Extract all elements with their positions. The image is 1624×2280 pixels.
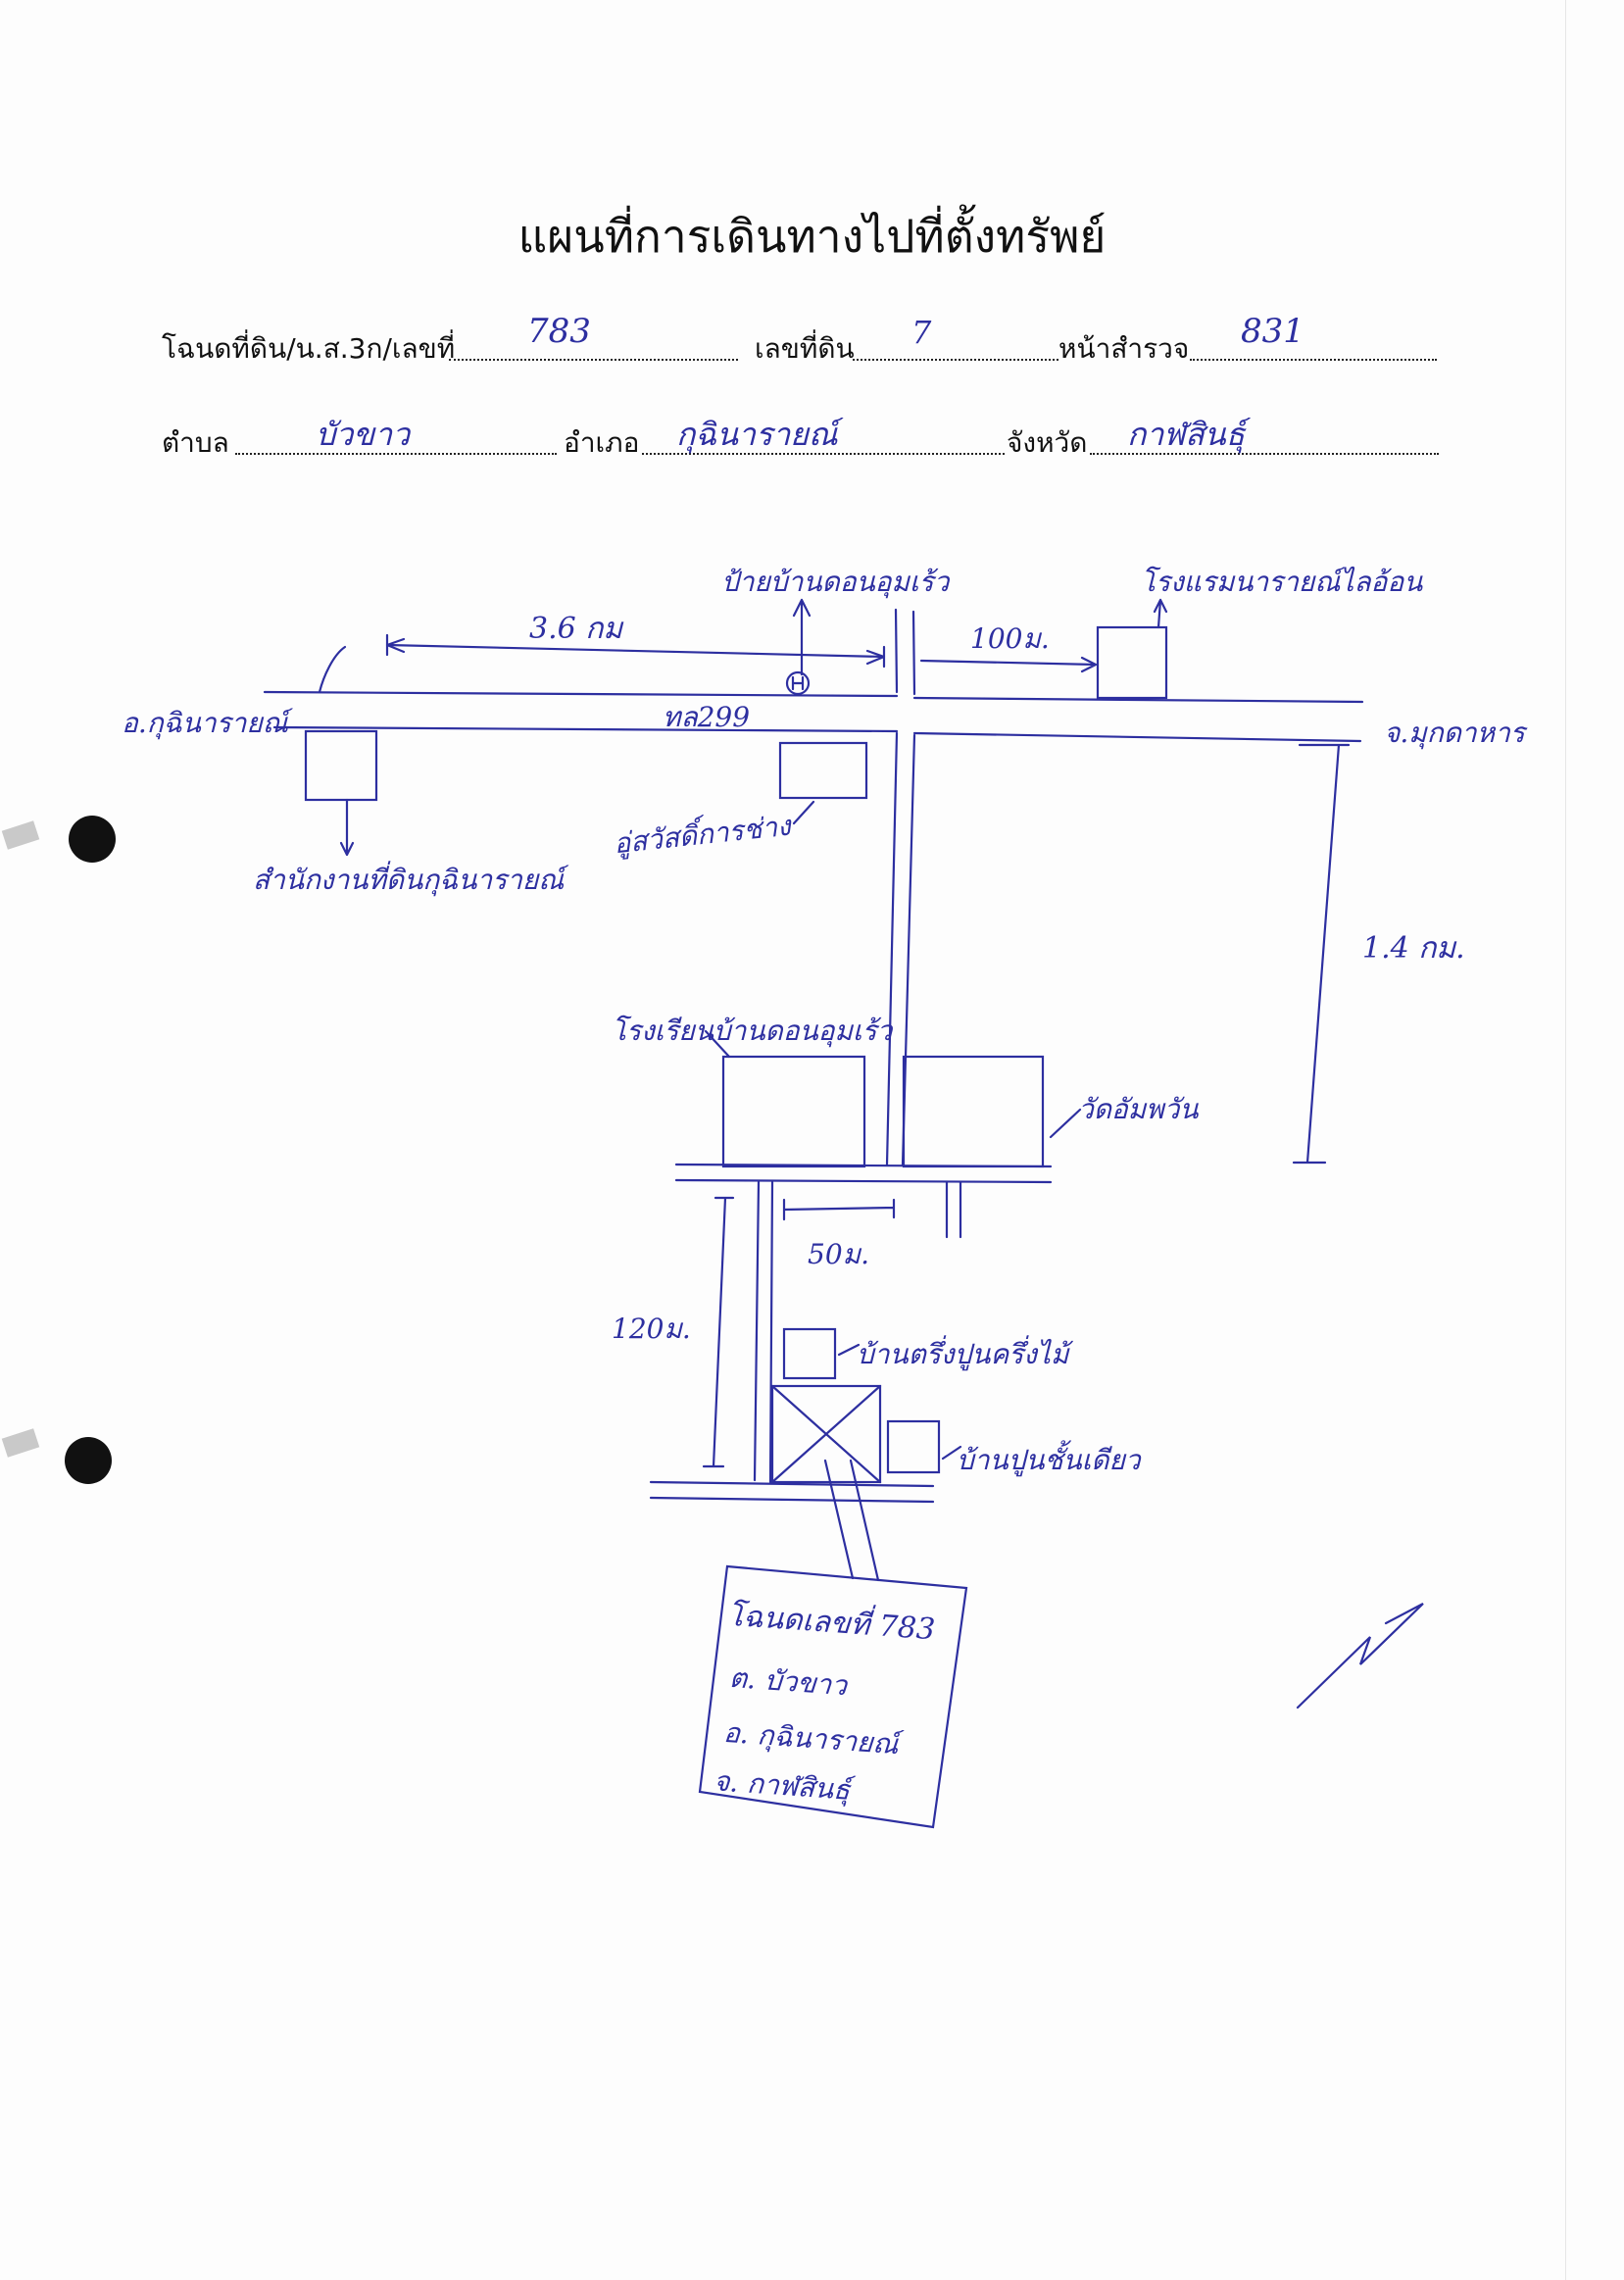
district-value: กุฉินารายณ์ bbox=[676, 416, 838, 453]
page-edge bbox=[1565, 0, 1566, 2280]
cross-road-stub bbox=[945, 1180, 962, 1239]
dimension-arrow bbox=[919, 656, 1098, 673]
subdistrict-value: บัวขาว bbox=[316, 416, 411, 453]
leader-line bbox=[792, 800, 815, 825]
leader-line bbox=[704, 1029, 731, 1059]
land-office-box bbox=[304, 729, 378, 802]
dotted-line bbox=[642, 453, 1005, 455]
province-value: กาฬสินธุ์ bbox=[1127, 416, 1246, 453]
leader-line bbox=[1049, 1108, 1082, 1139]
leader-line bbox=[1153, 598, 1168, 629]
province-label: จังหวัด bbox=[1007, 426, 1088, 459]
dotted-line bbox=[1090, 453, 1439, 455]
garage-box bbox=[778, 741, 868, 800]
parcel-leader bbox=[823, 1459, 880, 1582]
parcel-note-line: ต. บัวขาว bbox=[728, 1660, 849, 1703]
leader-line bbox=[941, 1445, 962, 1461]
dimension-arrow bbox=[702, 1196, 735, 1468]
hotel-distance-label: 100ม. bbox=[970, 622, 1050, 655]
to-kuchinarai-label: อ.กุฉินารายณ์ bbox=[122, 707, 288, 739]
survey-page-value: 831 bbox=[1241, 312, 1304, 351]
sign-marker bbox=[785, 670, 811, 696]
land-number-value: 7 bbox=[911, 314, 932, 351]
dimension-arrow bbox=[385, 643, 886, 659]
highway-label: ทล299 bbox=[663, 701, 751, 733]
house-2-label: บ้านปูนชั้นเดียว bbox=[957, 1444, 1141, 1476]
to-mukdahan-label: จ.มุกดาหาร bbox=[1384, 717, 1525, 749]
temple-label: วัดอัมพวัน bbox=[1078, 1093, 1199, 1125]
deed-label: โฉนดที่ดิน/น.ส.3ก/เลขที่ bbox=[162, 332, 456, 365]
lane-east-edge bbox=[768, 1180, 774, 1484]
cross-road-south bbox=[674, 1178, 1053, 1184]
dotted-line bbox=[235, 453, 557, 455]
village-sign-label: ป้ายบ้านดอนอุมเร้ว bbox=[721, 566, 950, 598]
sign-pointer bbox=[792, 598, 812, 676]
highway-south-edge bbox=[272, 725, 1362, 743]
district-label: อำเภอ bbox=[564, 426, 640, 459]
side-road-distance-label: 1.4 กม. bbox=[1362, 931, 1465, 966]
dimension-arrow bbox=[1292, 743, 1351, 1165]
highway-north-edge bbox=[263, 690, 1364, 704]
signature bbox=[1296, 1603, 1424, 1710]
land-office-label: สำนักงานที่ดินกุฉินารายณ์ bbox=[253, 864, 565, 896]
bottom-road bbox=[649, 1480, 935, 1504]
survey-page-label: หน้าสำรวจ bbox=[1058, 332, 1190, 365]
leader-line bbox=[339, 798, 355, 857]
hotel-label: โรงแรมนารายณ์ไลอ้อน bbox=[1141, 566, 1423, 598]
lane-offset-label: 50ม. bbox=[808, 1238, 869, 1270]
deed-number-value: 783 bbox=[527, 312, 591, 351]
house-2-box bbox=[886, 1419, 941, 1474]
temple-box bbox=[902, 1055, 1045, 1168]
lane-distance-label: 120ม. bbox=[612, 1313, 691, 1345]
leader-line bbox=[318, 645, 347, 694]
punch-hole bbox=[65, 1437, 112, 1484]
land-number-label: เลขที่ดิน bbox=[755, 332, 855, 365]
note-box bbox=[698, 1564, 968, 1829]
dimension-arrow bbox=[782, 1198, 896, 1221]
parcel-box bbox=[770, 1384, 882, 1484]
distance-junction-label: 3.6 กม bbox=[529, 612, 623, 646]
lane-west-edge bbox=[753, 1180, 761, 1482]
page-title: แผนที่การเดินทางไปที่ตั้งทรัพย์ bbox=[517, 210, 1107, 263]
school-label: โรงเรียนบ้านดอนอุมเร้ว bbox=[612, 1015, 893, 1047]
side-road-west-edge bbox=[885, 731, 899, 1166]
arrow-head bbox=[385, 633, 886, 669]
school-box bbox=[721, 1055, 866, 1168]
dotted-line bbox=[449, 359, 738, 361]
dotted-line bbox=[1190, 359, 1437, 361]
junction-stub bbox=[894, 608, 916, 696]
leader-line bbox=[837, 1343, 861, 1357]
house-1-box bbox=[782, 1327, 837, 1380]
subdistrict-label: ตำบล bbox=[162, 426, 229, 459]
dotted-line bbox=[853, 359, 1058, 361]
parcel-cross bbox=[770, 1384, 882, 1484]
hotel-box bbox=[1096, 625, 1168, 700]
punch-hole bbox=[69, 816, 116, 863]
house-1-label: บ้านตรึ่งปูนครึ่งไม้ bbox=[857, 1338, 1069, 1370]
